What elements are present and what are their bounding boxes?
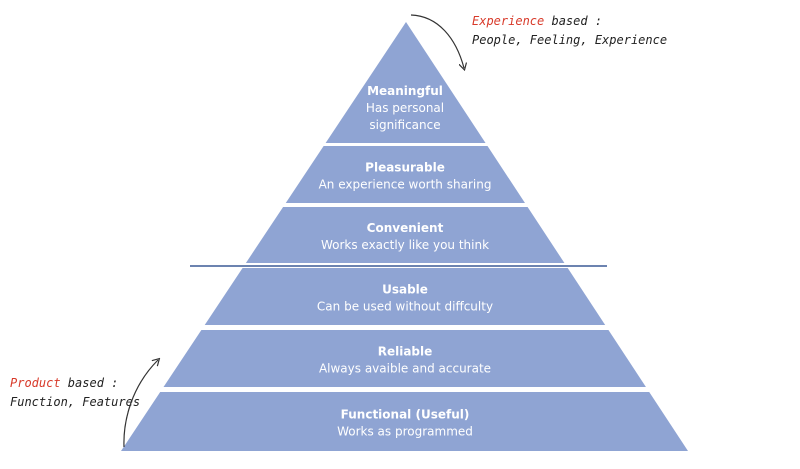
product-note-line2: Function, Features: [10, 395, 140, 409]
pyramid-level-4-band: [204, 268, 606, 325]
pyramid-level-3-title: Convenient: [367, 221, 444, 235]
pyramid-level-1-title: Meaningful: [367, 84, 443, 98]
svg-text:Product based :: Product based :: [10, 376, 118, 390]
pyramid-level-6-desc-1: Works as programmed: [337, 425, 473, 439]
pyramid-level-3-desc-1: Works exactly like you think: [321, 238, 489, 252]
pyramid-level-6-band: [121, 392, 688, 451]
svg-text:Experience based :: Experience based :: [472, 14, 602, 28]
product-arrow-icon: [123, 360, 158, 448]
experience-note-line2: People, Feeling, Experience: [472, 33, 667, 47]
pyramid-level-1-desc-1: Has personal: [366, 101, 444, 115]
pyramid-level-1-desc-2: significance: [369, 118, 440, 132]
pyramid-level-3-band: [245, 207, 565, 263]
pyramid-level-2-title: Pleasurable: [365, 161, 445, 175]
pyramid-level-2-band: [285, 146, 525, 203]
pyramid-level-1-band: [325, 22, 486, 143]
pyramid-level-6-title: Functional (Useful): [341, 408, 470, 422]
pyramid-level-5-title: Reliable: [378, 345, 433, 359]
product-note-rest: based :: [61, 376, 119, 390]
pyramid-level-4-title: Usable: [382, 283, 428, 297]
product-note-accent: Product: [10, 376, 61, 390]
pyramid-level-2-desc-1: An experience worth sharing: [319, 178, 492, 192]
experience-note: Experience based : People, Feeling, Expe…: [410, 14, 667, 68]
pyramid-level-5-desc-1: Always avaible and accurate: [319, 362, 491, 376]
experience-note-rest: based :: [544, 14, 602, 28]
product-note: Product based : Function, Features: [10, 360, 158, 448]
pyramid-level-4-desc-1: Can be used without diffculty: [317, 300, 493, 314]
experience-arrow-icon: [410, 14, 464, 68]
pyramid-level-5-band: [163, 330, 646, 387]
experience-note-accent: Experience: [472, 14, 544, 28]
